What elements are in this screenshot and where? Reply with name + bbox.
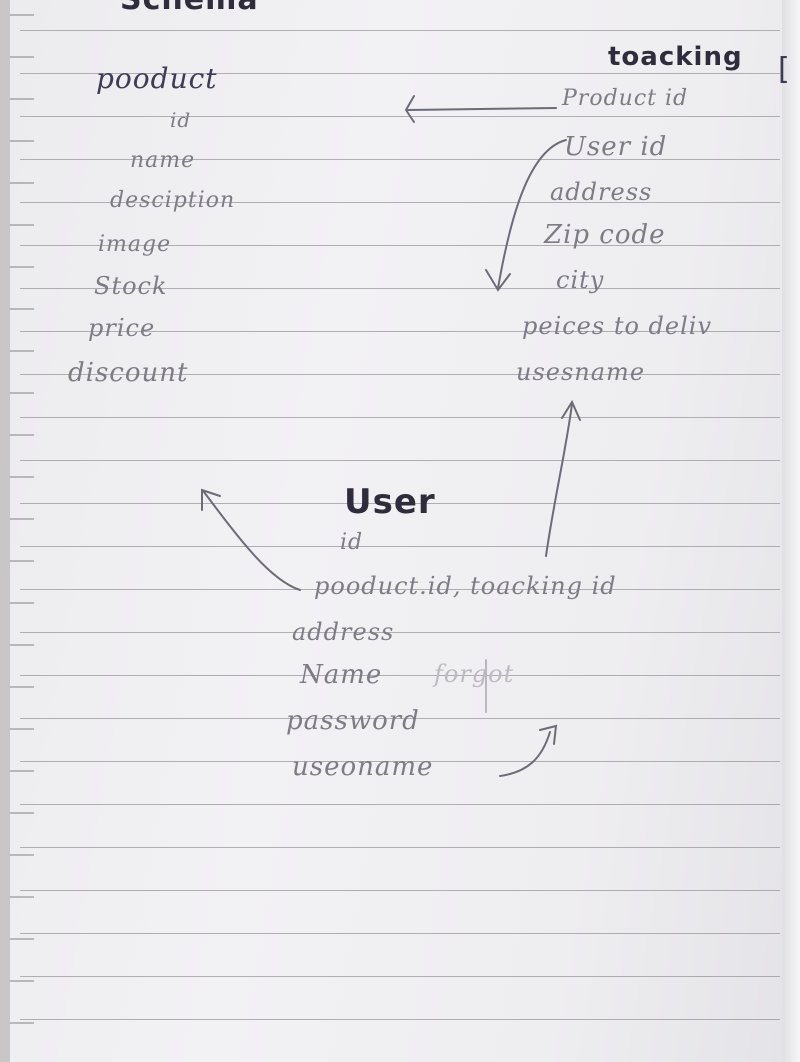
tracking-heading: toacking (608, 42, 743, 72)
user-field: useoname (292, 752, 434, 782)
product-field: name (130, 148, 196, 173)
arrow-head (485, 269, 511, 292)
product-field: discount (68, 358, 189, 388)
tracking-field: Product id (562, 86, 689, 111)
tracking-field: address (550, 178, 653, 206)
arrow-to-product (407, 107, 557, 111)
user-heading: User (344, 482, 436, 522)
user-field: pooduct.id, toacking id (314, 572, 617, 600)
product-field: price (88, 314, 156, 342)
next-page-edge (782, 0, 800, 1062)
tracking-field: city (556, 266, 605, 294)
tracking-field: User id (564, 132, 668, 162)
arrow-head (561, 399, 581, 421)
arrow-head (201, 488, 221, 511)
arrow-username (499, 731, 551, 777)
arrow-user-id (497, 139, 567, 289)
arrow-to-tracking (545, 403, 573, 557)
spiral-binding (10, 0, 34, 1062)
user-field: password (286, 706, 420, 736)
page-title: Schema (120, 0, 259, 17)
arrow-head (404, 95, 415, 123)
crossed-out-text: forgot (434, 660, 515, 688)
tracking-field: peices to deliv (522, 312, 713, 340)
user-field: Name (300, 660, 383, 690)
arrow-head (539, 724, 558, 745)
user-field: address (292, 618, 395, 646)
relation-arrows (201, 95, 581, 777)
product-heading: pooduct (96, 62, 218, 95)
product-field: Stock (94, 272, 168, 300)
tracking-field: Zip code (544, 220, 666, 250)
product-field: image (98, 232, 172, 257)
user-field: id (340, 530, 364, 555)
product-field: desciption (110, 188, 236, 213)
notebook-page: Schema pooduct id name desciption image … (10, 0, 785, 1062)
arrow-to-product-from-user (203, 491, 301, 591)
tracking-field: usesname (516, 358, 646, 386)
edge-bracket-mark: [ (778, 52, 790, 87)
product-field: id (170, 108, 192, 132)
